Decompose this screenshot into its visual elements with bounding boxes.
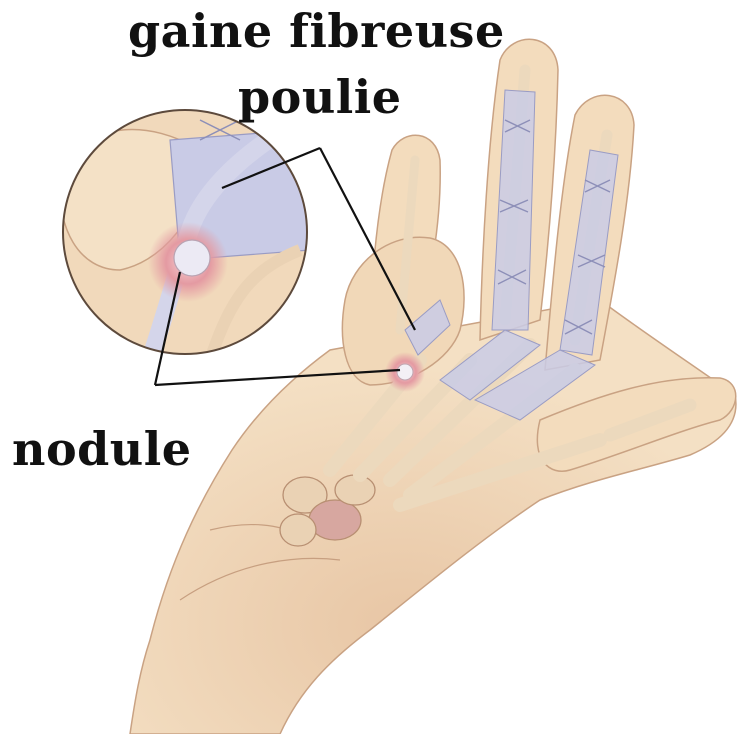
label-pulley: poulie: [238, 74, 402, 120]
magnified-inset: [59, 110, 310, 360]
label-sheath: gaine fibreuse: [128, 8, 505, 54]
nodule-marker: [385, 352, 425, 392]
label-nodule: nodule: [12, 426, 191, 472]
